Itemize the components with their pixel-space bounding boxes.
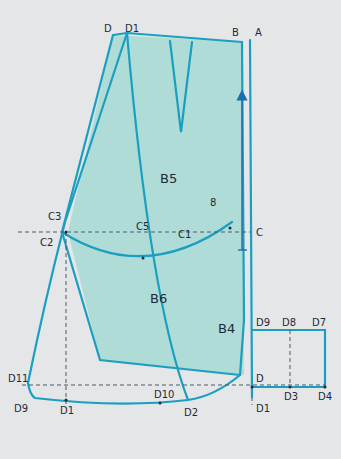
point-label: D [104,24,112,34]
point-label: D7 [312,318,326,328]
point-label: D11 [8,374,28,384]
point-label: C5 [136,222,149,232]
point-label: C [256,228,263,238]
point-label: D3 [284,392,298,402]
point-label: D4 [318,392,332,402]
point-label: D1 [60,406,74,416]
point-label: C1 [178,230,191,240]
point-label: D9 [14,404,28,414]
point-label: 8 [210,198,216,208]
point-label: D9 [256,318,270,328]
point-label: B5 [160,172,177,185]
point-label: B4 [218,322,235,335]
point-label: D10 [154,390,174,400]
point-label: A [255,28,262,38]
point-label: D2 [184,408,198,418]
point-label: D1 [256,404,270,414]
point-label: C3 [48,212,61,222]
shaded-piece [68,35,244,375]
point-label: B6 [150,292,167,305]
point-label: B [232,28,239,38]
point-label: D1 [125,24,139,34]
point-label: D8 [282,318,296,328]
point-label: D [256,374,264,384]
point-label: C2 [40,238,53,248]
